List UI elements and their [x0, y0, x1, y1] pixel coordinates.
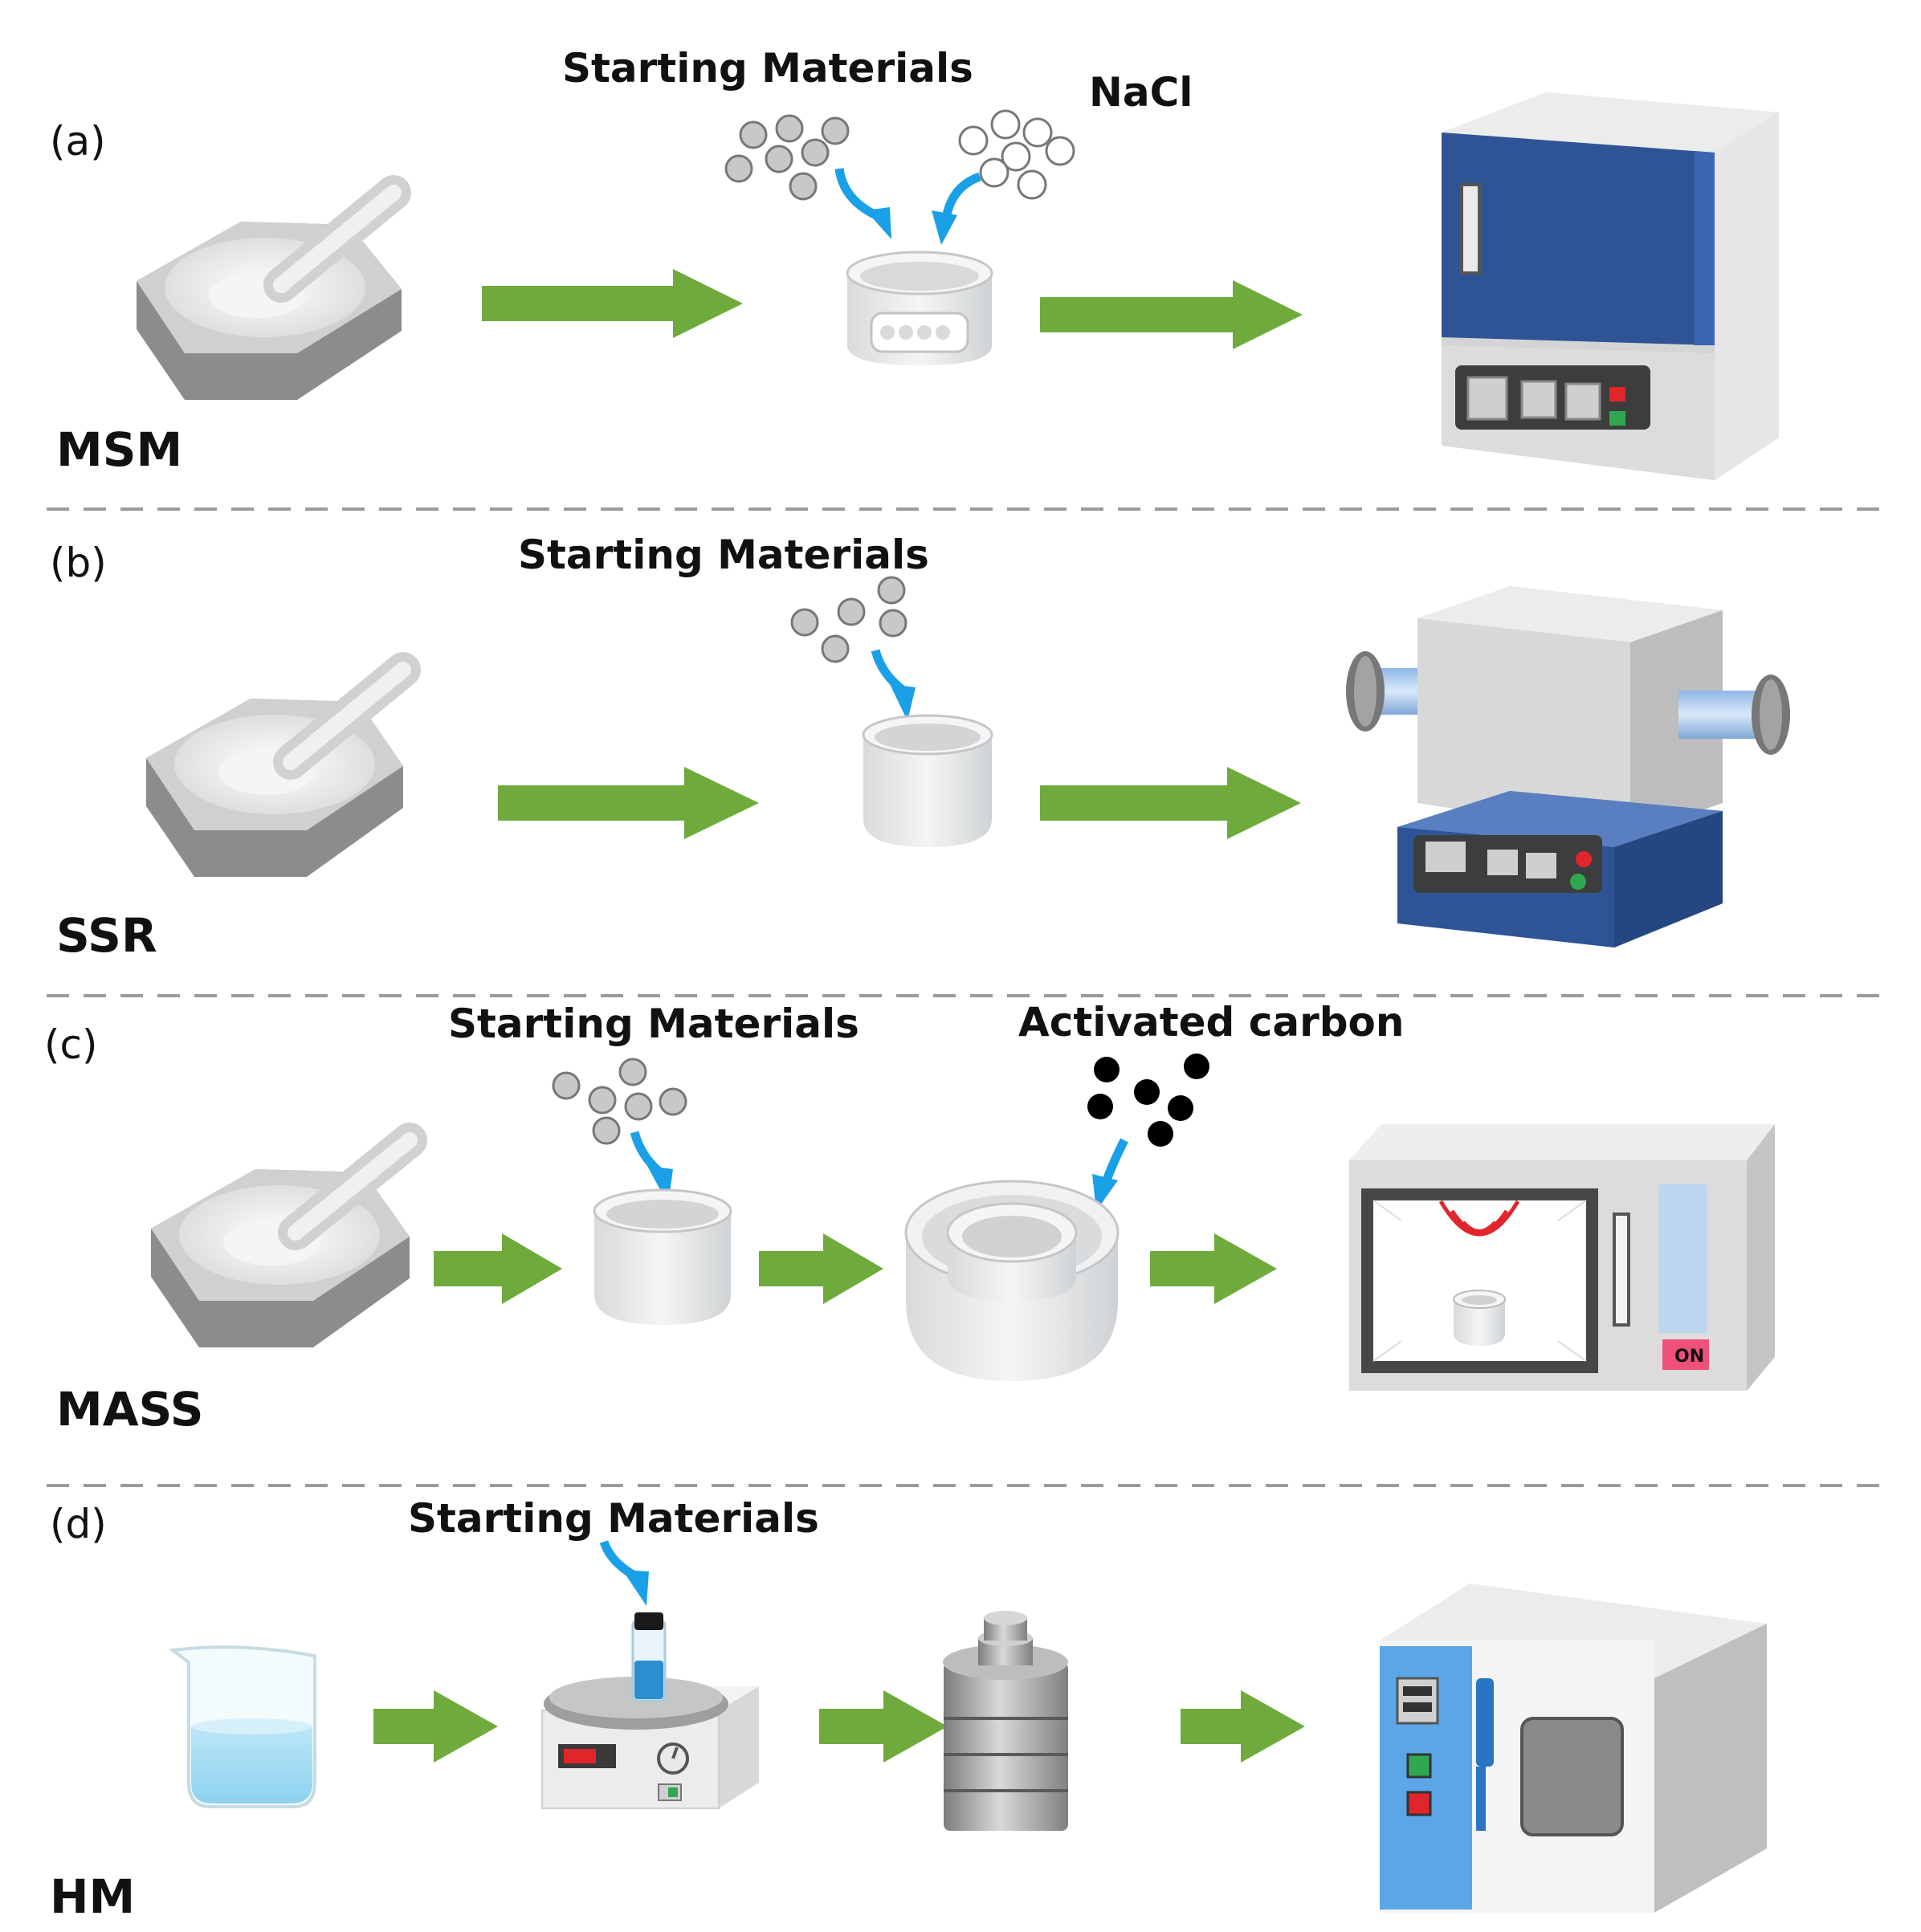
crucible-icon — [593, 1188, 732, 1325]
drop-arrow-a2 — [932, 172, 981, 245]
panel-b-letter: (b) — [50, 540, 107, 586]
panel-a-letter: (a) — [50, 118, 106, 165]
starting-material-particles-a — [724, 114, 850, 201]
flow-arrow-d1 — [373, 1690, 498, 1763]
mortar-and-pestle-icon — [137, 175, 411, 400]
drop-arrow-d1 — [599, 1540, 649, 1606]
panel-b: (b) SSR Starting Materials — [50, 532, 1790, 963]
flow-arrow-c2 — [759, 1233, 883, 1304]
microwave-oven-icon: ON — [1349, 1124, 1775, 1391]
panel-d-letter: (d) — [50, 1501, 107, 1547]
starting-material-particles-c — [552, 1058, 687, 1145]
drop-arrow-b1 — [871, 649, 916, 721]
vial-icon — [631, 1612, 667, 1702]
tube-furnace-icon — [1346, 586, 1790, 948]
flow-arrow-a2 — [1040, 280, 1303, 349]
drop-arrow-a1 — [834, 168, 891, 239]
flow-arrow-b2 — [1040, 767, 1301, 839]
activated-carbon-particles — [1087, 1054, 1209, 1147]
panel-b-method-label: SSR — [56, 908, 157, 963]
drop-arrow-c2 — [1092, 1138, 1128, 1211]
starting-material-particles-b — [790, 576, 907, 663]
autoclave-icon — [943, 1611, 1068, 1831]
panel-c: (c) MASS Starting Materials Activated ca… — [44, 999, 1775, 1437]
crucible-icon — [846, 251, 993, 365]
panel-a: (a) MSM Starting Materials NaCl — [50, 45, 1779, 480]
flow-arrow-d2 — [819, 1690, 948, 1763]
small-crucible-icon — [1453, 1290, 1506, 1346]
crucible-icon — [862, 714, 993, 847]
microwave-on-button-label: ON — [1674, 1347, 1704, 1367]
magnetic-stirrer-icon — [541, 1612, 759, 1809]
flow-arrow-b1 — [498, 767, 759, 839]
drying-oven-icon — [1380, 1584, 1767, 1913]
panel-d-starting-materials-label: Starting Materials — [408, 1495, 819, 1542]
panel-a-starting-materials-label: Starting Materials — [562, 45, 973, 92]
panel-c-letter: (c) — [44, 1021, 98, 1068]
mortar-and-pestle-icon — [151, 1123, 427, 1347]
flow-arrow-c3 — [1150, 1233, 1277, 1304]
panel-c-starting-materials-label: Starting Materials — [448, 1001, 859, 1047]
flow-arrow-a1 — [482, 269, 743, 338]
panel-d-method-label: HM — [50, 1869, 135, 1924]
panel-d: (d) HM Starting Materials — [50, 1495, 1767, 1924]
panel-c-activated-carbon-label: Activated carbon — [1018, 999, 1405, 1045]
panel-c-method-label: MASS — [56, 1382, 204, 1437]
beaker-icon — [168, 1645, 316, 1808]
microwave-signal-icon — [1438, 1200, 1520, 1237]
flow-arrow-d3 — [1181, 1690, 1305, 1763]
panel-b-starting-materials-label: Starting Materials — [518, 532, 929, 578]
nacl-particles — [958, 109, 1075, 200]
flow-arrow-c1 — [434, 1233, 562, 1304]
muffle-furnace-icon — [1442, 92, 1779, 480]
nested-crucible-icon — [904, 1180, 1120, 1381]
panel-a-nacl-label: NaCl — [1089, 69, 1193, 116]
mortar-and-pestle-icon — [146, 652, 421, 877]
panel-a-method-label: MSM — [56, 422, 182, 477]
